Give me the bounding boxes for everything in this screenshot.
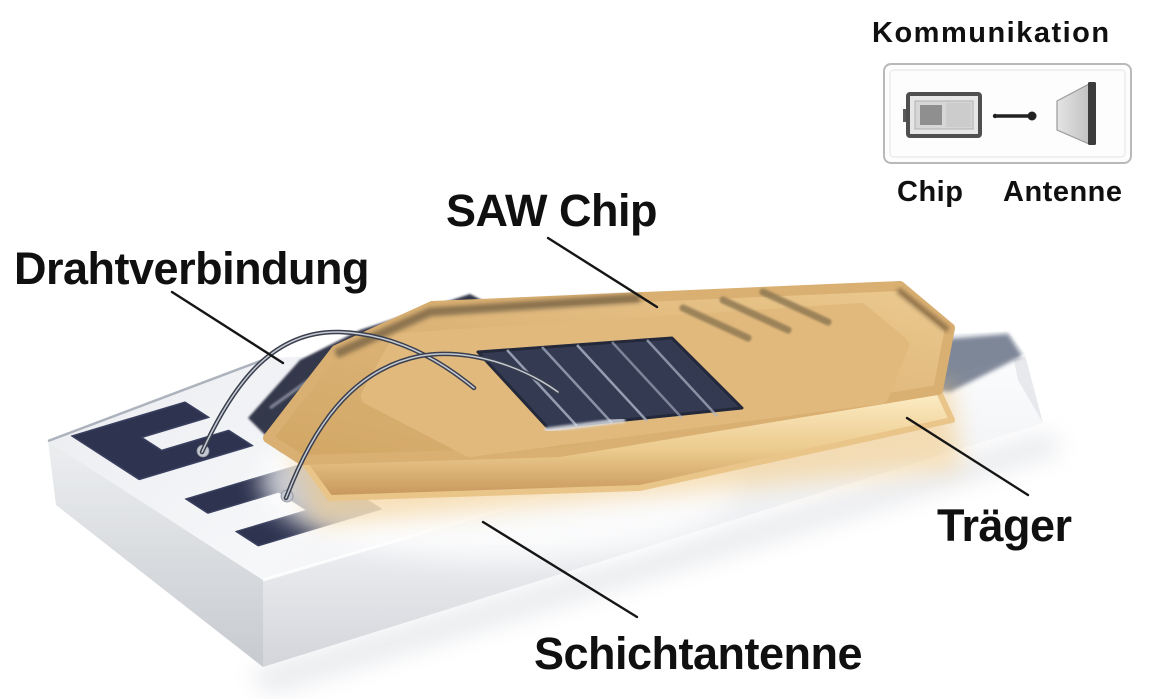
saw-chip-body	[263, 281, 955, 501]
chip-plateau-ridge	[334, 293, 641, 359]
idt-finger	[541, 346, 613, 424]
signal-connector-icon	[992, 111, 1037, 121]
leader-traeger	[905, 416, 1030, 497]
antenna-pad-back	[70, 401, 254, 481]
reflector-stripe	[719, 296, 792, 334]
reflector-stripe	[759, 288, 832, 326]
chip-icon-shine	[946, 103, 971, 127]
chip-icon-die	[920, 105, 942, 125]
leader-schichtantenne	[481, 520, 639, 619]
chip-right-streak	[896, 287, 950, 333]
inset-title: Kommunikation	[872, 17, 1111, 49]
reflector-stripes	[679, 288, 832, 342]
idt-finger	[646, 339, 718, 417]
leader-lines	[170, 236, 1030, 619]
signal-dot-right	[1027, 111, 1037, 121]
leader-drahtverbindung	[170, 290, 285, 365]
bond-wires	[196, 329, 561, 503]
bond-wire-1-highlight	[201, 331, 475, 453]
idt-area	[476, 336, 744, 433]
label-saw-chip: SAW Chip	[446, 185, 657, 236]
label-schichtantenne: Schichtantenne	[534, 628, 862, 679]
signal-dot-left	[992, 113, 998, 119]
chip-icon	[903, 92, 982, 138]
label-drahtverbindung: Drahtverbindung	[14, 243, 369, 294]
board-shadow	[250, 432, 1062, 694]
bond-wire-2-highlight	[285, 353, 559, 499]
label-traeger: Träger	[937, 500, 1072, 551]
substrate-left-face	[48, 441, 263, 667]
idt-finger	[506, 349, 578, 427]
leader-saw-chip	[546, 236, 659, 309]
substrate-back-edge	[47, 356, 269, 443]
idt-pad	[476, 336, 744, 430]
inset-antenna-label: Antenne	[1003, 176, 1123, 208]
antenna-aperture-bar	[1088, 82, 1096, 145]
inset-chip-label: Chip	[897, 176, 963, 208]
idt-glare	[544, 417, 626, 433]
reflector-stripe	[679, 304, 752, 342]
antenna-icon	[1056, 82, 1096, 145]
idt-finger	[576, 344, 648, 422]
idt-finger	[611, 341, 683, 419]
inset-panel	[883, 63, 1132, 164]
inset-panel-inner-edge	[889, 69, 1126, 158]
communication-inset: Kommunikation Chip Antenne	[872, 17, 1132, 208]
